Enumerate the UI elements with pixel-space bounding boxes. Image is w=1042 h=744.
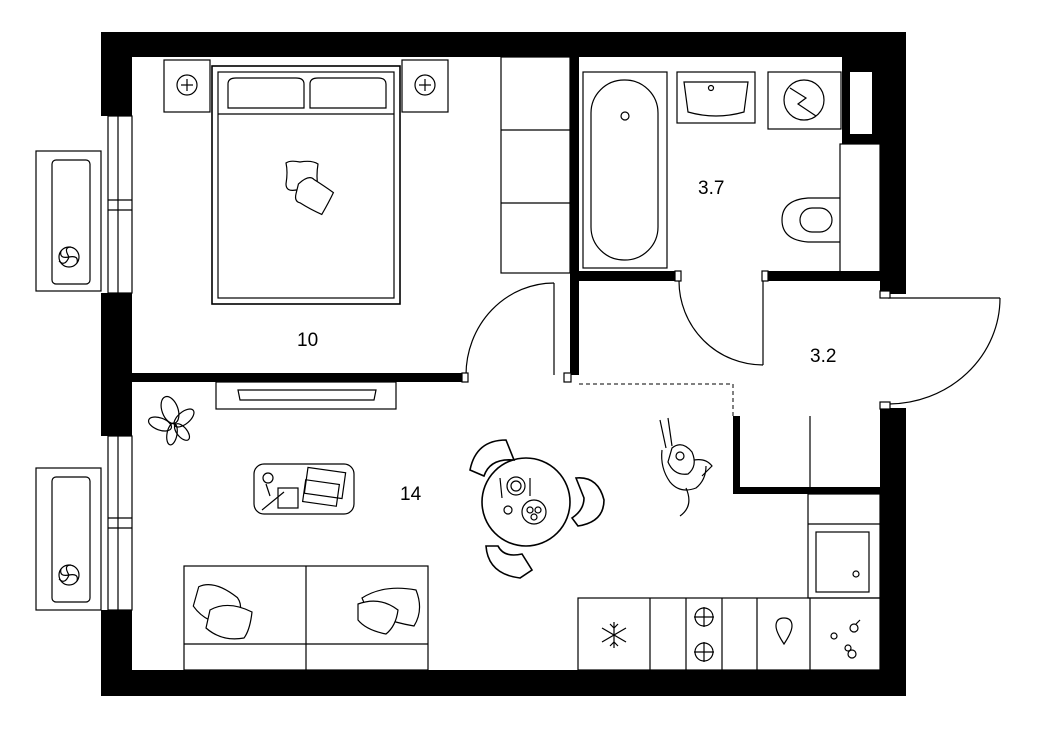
pillow-icon [285, 160, 335, 216]
fridge-snowflake-icon [601, 622, 627, 648]
bed [211, 65, 401, 305]
door-entrance[interactable] [879, 290, 1001, 410]
window-living [107, 435, 133, 611]
bedroom-area-label: 10 [297, 330, 318, 351]
dining-table-icon [469, 439, 605, 579]
ac-unit-lower [35, 467, 102, 611]
stove-burner-icon [694, 607, 714, 662]
washing-machine-icon [767, 71, 842, 130]
door-bathroom[interactable] [674, 270, 769, 366]
wardrobe-icon [500, 56, 571, 274]
toilet-icon [781, 143, 881, 273]
nightstand-right [401, 59, 449, 113]
bathtub-icon [582, 71, 668, 269]
cat-icon [659, 417, 713, 517]
nightstand-lamp-icon [176, 74, 198, 96]
window-bedroom [107, 115, 133, 294]
chair-icon [469, 439, 605, 579]
sink-drain-icon [852, 570, 860, 578]
door-bedroom[interactable] [461, 282, 572, 383]
interior-walls [132, 57, 880, 494]
sink-icon [676, 71, 756, 124]
hallway-area-label: 3.2 [810, 346, 836, 367]
desk-laptop-icon [253, 463, 355, 515]
plant-icon [147, 395, 195, 446]
outer-walls [101, 32, 906, 696]
hallway-boundary [579, 383, 734, 416]
fruits-icon [830, 619, 861, 659]
bathroom-area-label: 3.7 [698, 178, 724, 199]
faucet-drop-icon [775, 617, 793, 646]
ac-unit-upper [35, 150, 102, 292]
tv-icon [215, 381, 397, 410]
living-area-label: 14 [400, 484, 422, 505]
nightstand-left [163, 59, 211, 113]
sofa-icon [183, 565, 429, 671]
kitchen-counter [577, 493, 881, 671]
nightstand-lamp-icon [414, 74, 436, 96]
